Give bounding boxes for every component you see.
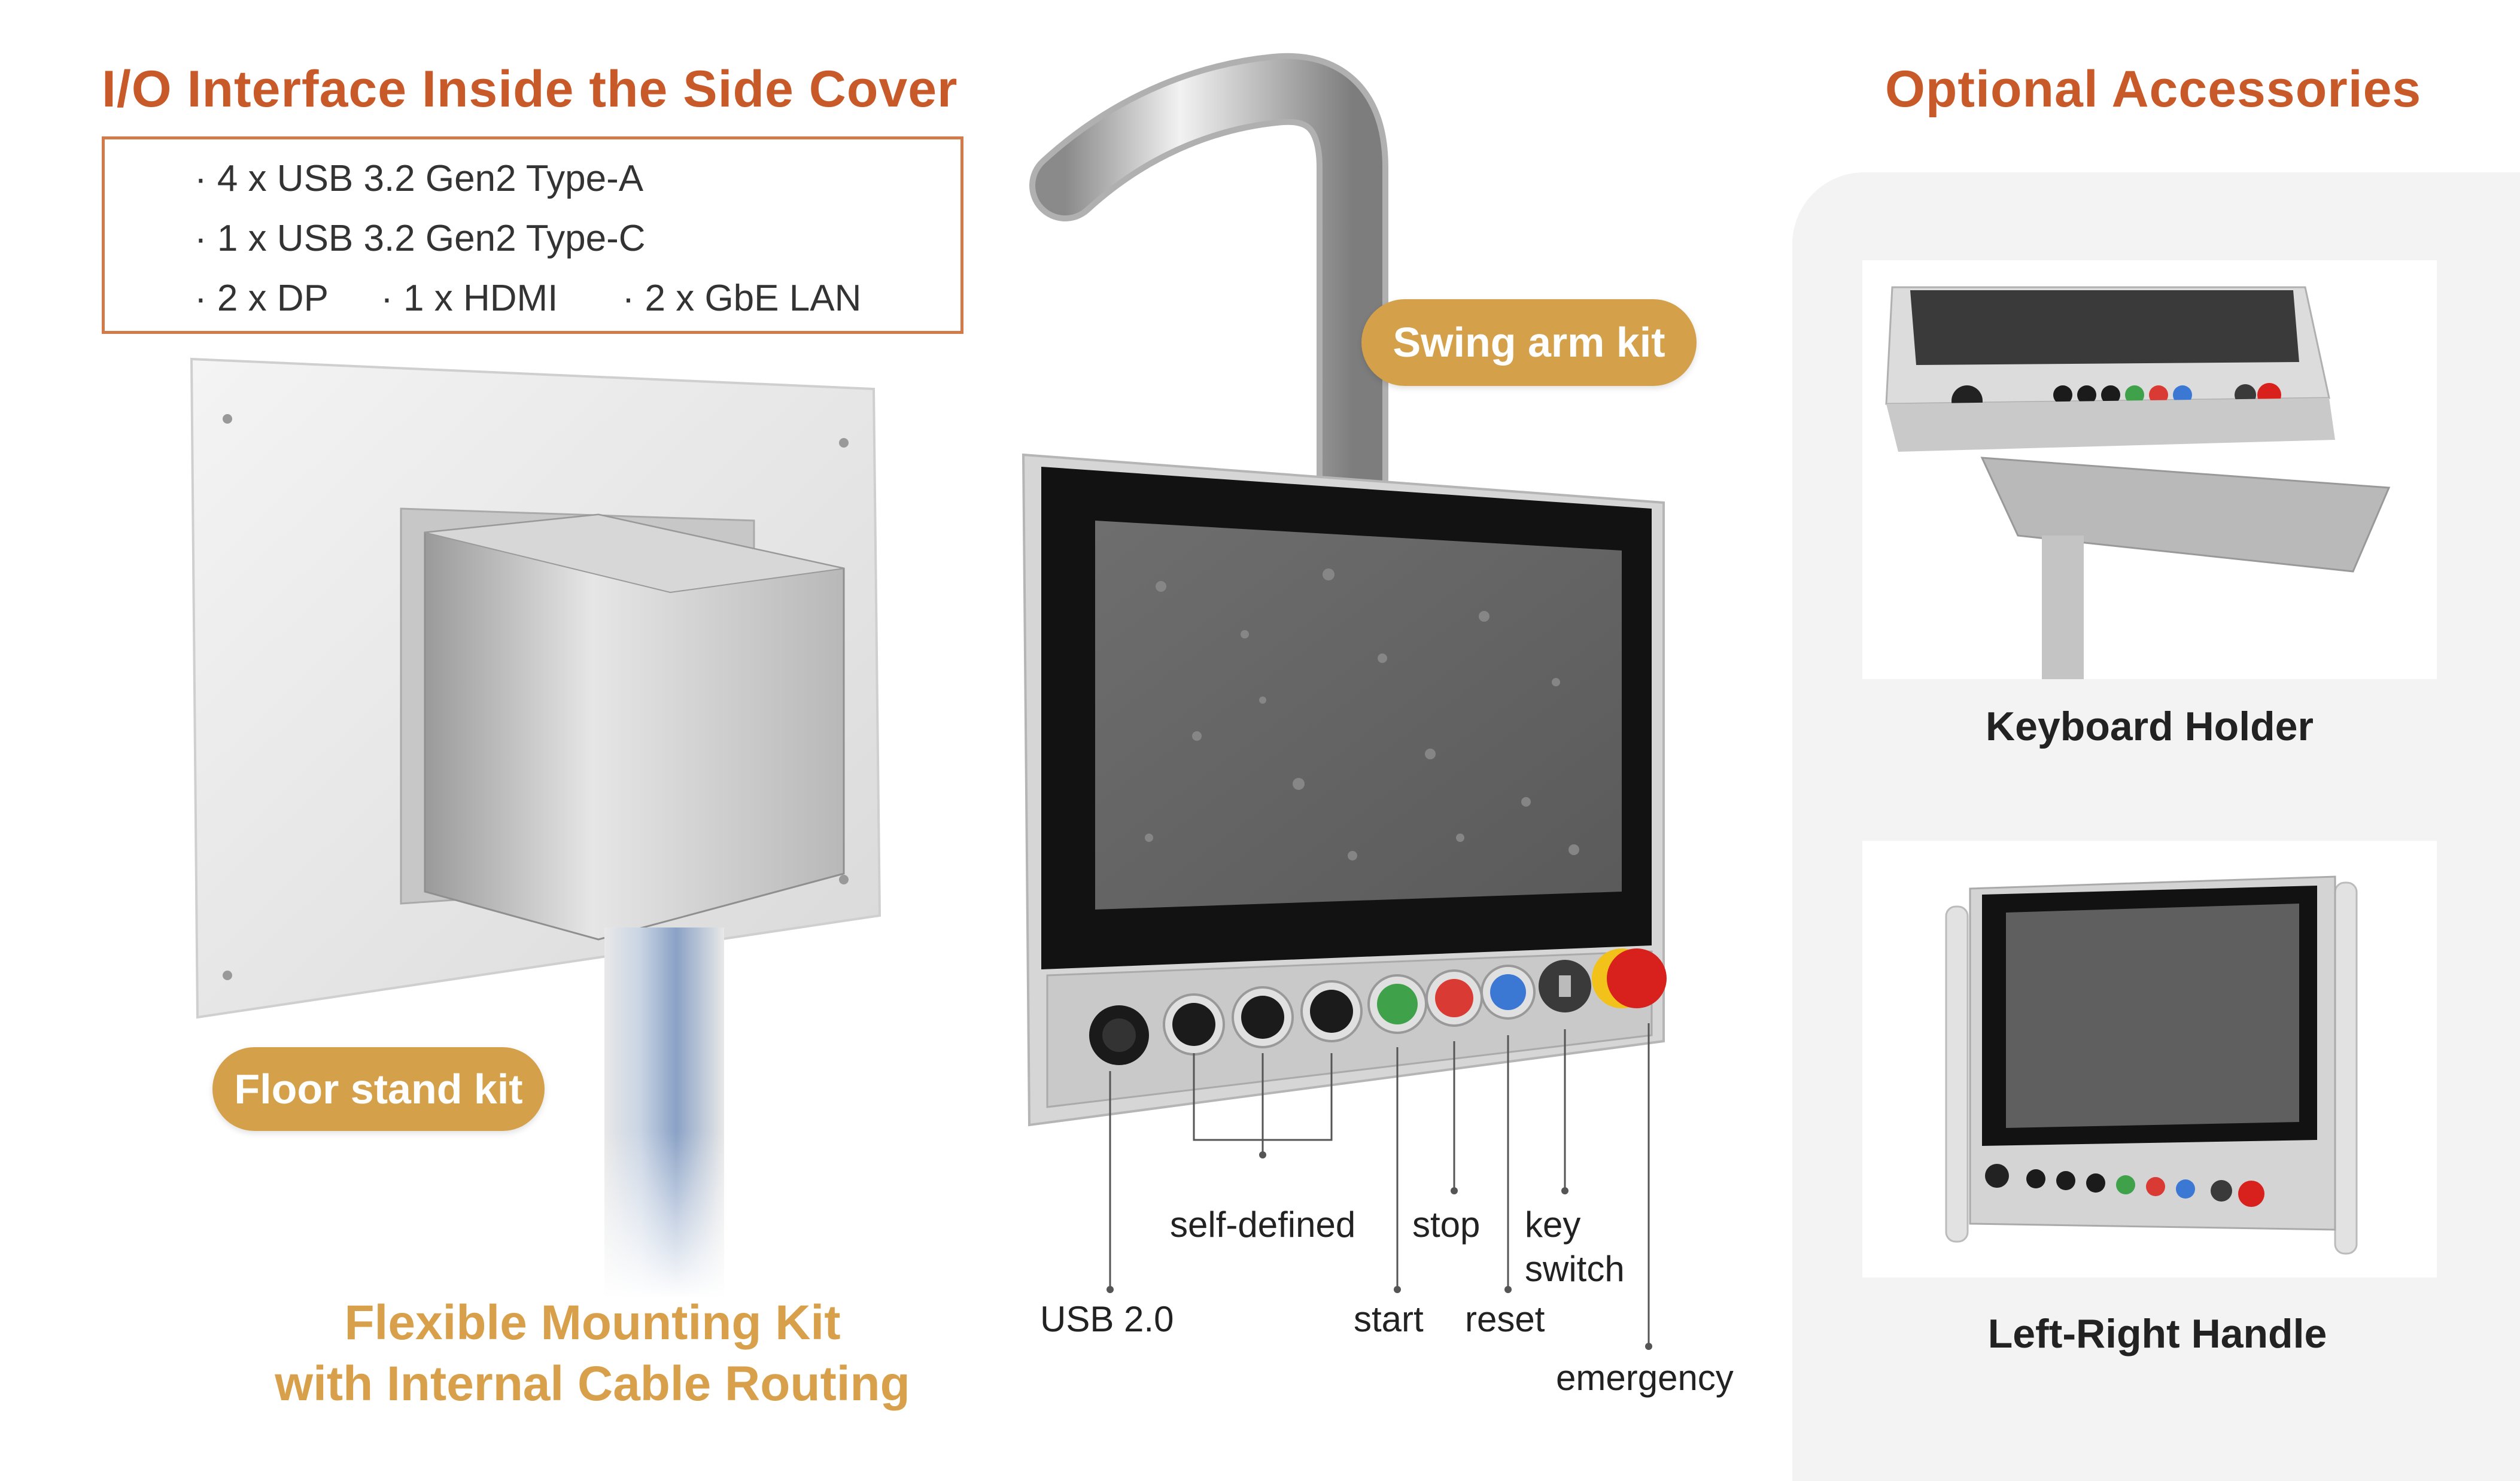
usb-port-icon [1089, 1005, 1149, 1065]
left-right-handle-image [1862, 841, 2437, 1278]
label-switch: switch [1525, 1249, 1625, 1289]
io-dp: · 2 x DP [194, 278, 329, 319]
start-button [1367, 974, 1427, 1034]
keyboard-holder-image [1862, 260, 2437, 679]
mounting-caption: Flexible Mounting Kit with Internal Cabl… [203, 1293, 981, 1415]
label-reset: reset [1465, 1299, 1545, 1339]
reset-button [1481, 965, 1536, 1020]
label-self-defined: self-defined [1170, 1205, 1356, 1245]
button-strip [1089, 948, 1667, 1065]
io-spec-box: · 4 x USB 3.2 Gen2 Type-A · 1 x USB 3.2 … [102, 136, 963, 334]
rear-panel-image [190, 357, 881, 1298]
self-defined-button-2 [1232, 986, 1294, 1048]
mounting-caption-line1: Flexible Mounting Kit [344, 1296, 841, 1350]
self-defined-button-1 [1163, 993, 1225, 1056]
io-heading: I/O Interface Inside the Side Cover [102, 60, 958, 118]
emergency-stop-button [1592, 948, 1667, 1008]
label-emergency: emergency [1556, 1358, 1734, 1398]
keyboard-holder-title: Keyboard Holder [1986, 704, 2314, 749]
left-right-handle-title: Left-Right Handle [1987, 1311, 2327, 1357]
accessories-heading: Optional Accessories [1885, 60, 2422, 118]
key-switch-icon [1539, 960, 1591, 1012]
label-key: key [1525, 1205, 1581, 1245]
io-usb-c: · 1 x USB 3.2 Gen2 Type-C [194, 218, 646, 259]
label-stop: stop [1412, 1205, 1481, 1245]
io-lan: · 2 x GbE LAN [622, 278, 862, 319]
mounting-caption-line2: with Internal Cable Routing [275, 1357, 910, 1411]
io-video-lan: · 2 x DP · 1 x HDMI · 2 x GbE LAN [194, 277, 861, 320]
label-usb: USB 2.0 [1040, 1299, 1174, 1339]
swing-arm-kit-badge: Swing arm kit [1361, 299, 1697, 386]
self-defined-button-3 [1300, 980, 1363, 1042]
label-key-switch: key switch [1525, 1203, 1625, 1291]
io-usb-a: · 4 x USB 3.2 Gen2 Type-A [194, 158, 644, 199]
label-start: start [1354, 1299, 1424, 1339]
io-hdmi: · 1 x HDMI [381, 278, 558, 319]
floor-stand-kit-badge: Floor stand kit [212, 1047, 545, 1131]
callout-lines [1107, 1023, 1652, 1350]
